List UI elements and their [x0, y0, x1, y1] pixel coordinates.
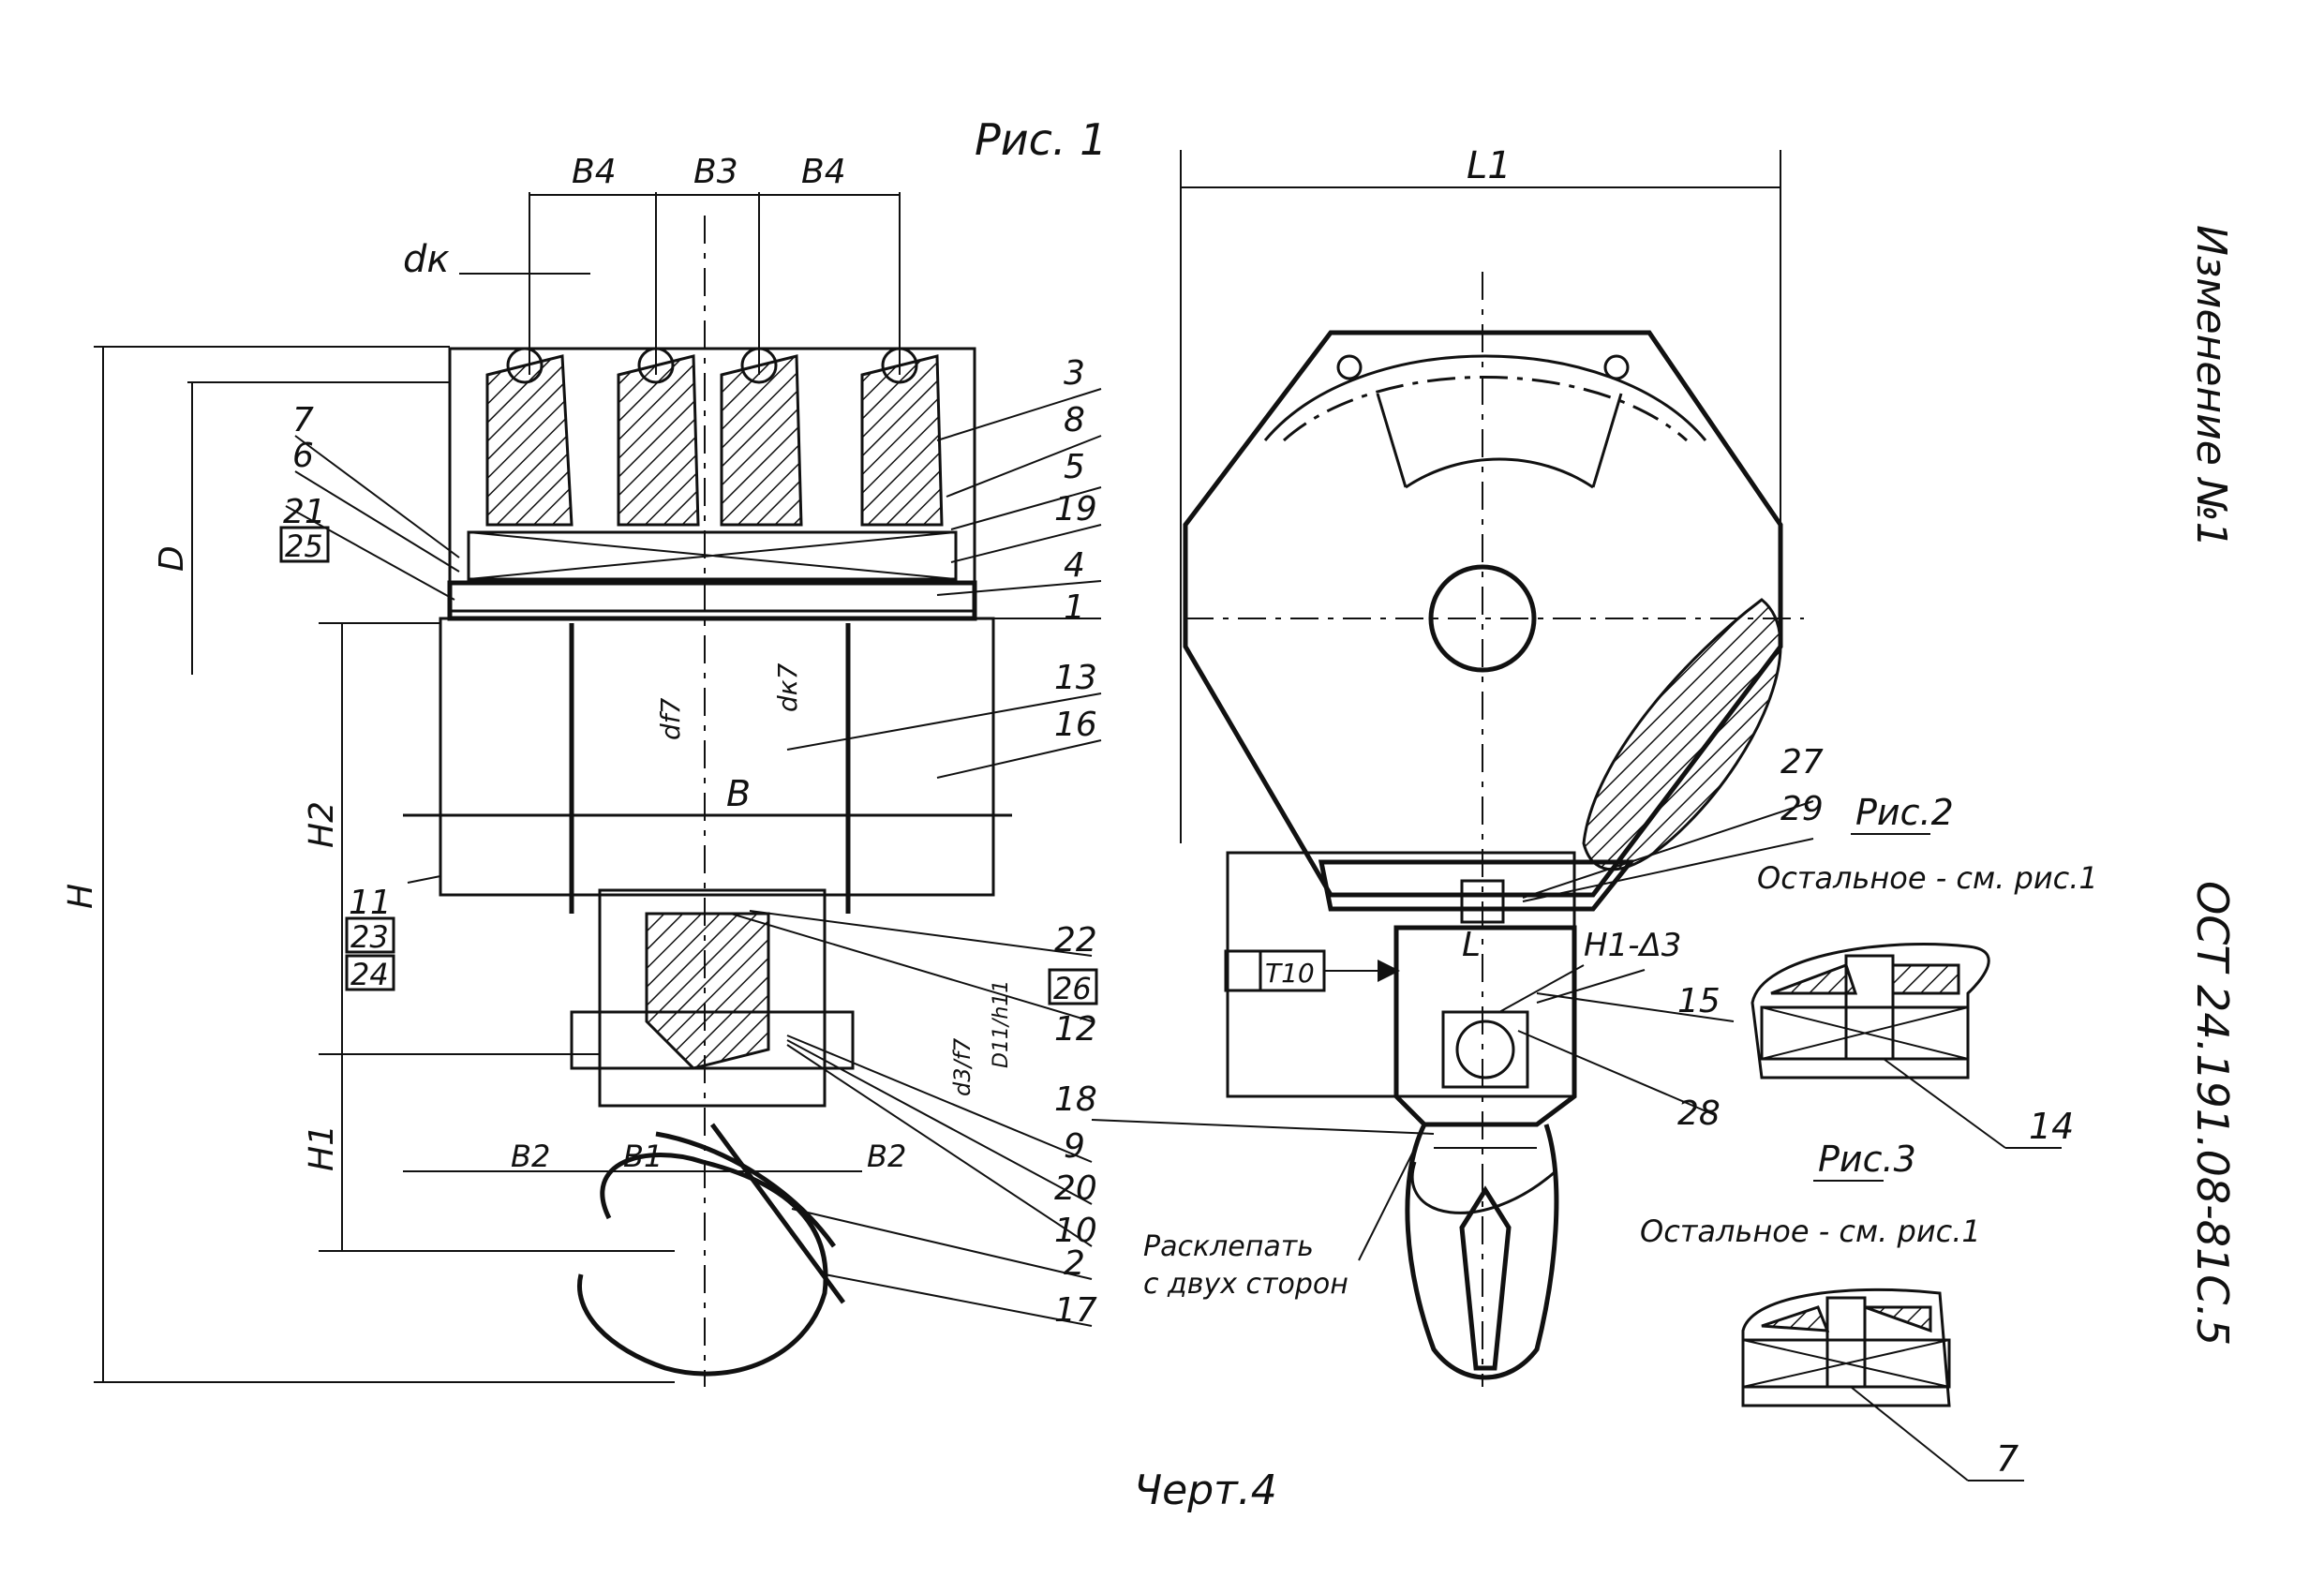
- callout-1: 1: [1064, 588, 1085, 627]
- cheek-section: [1582, 598, 1782, 871]
- fig2-title: Рис.2: [1855, 792, 1954, 833]
- side-plates: [598, 888, 827, 1108]
- callout-16: 16: [1054, 706, 1097, 744]
- fig2-detail: [1750, 943, 2062, 1149]
- fig3-title: Рис.3: [1818, 1139, 1916, 1180]
- callout-20: 20: [1054, 1169, 1097, 1208]
- dim-dk7: dк7: [772, 663, 803, 712]
- callout-26: 26: [1053, 971, 1092, 1006]
- fig3-note: Остальное - см. рис.1: [1640, 1213, 1981, 1249]
- lower-casing: [439, 617, 995, 897]
- dim-b1: B1: [623, 1139, 663, 1174]
- callout-12: 12: [1054, 1010, 1097, 1049]
- dim-fit-small: D11/h11: [990, 980, 1013, 1068]
- tolerance-h1-d3: H1-Δ3: [1584, 927, 1681, 964]
- traverse: [645, 912, 770, 1070]
- callout-11: 11: [349, 884, 392, 922]
- dim-b4-left: B4: [572, 153, 617, 191]
- dim-l1: L1: [1467, 144, 1512, 187]
- hook-shank-side: [1405, 1123, 1559, 1380]
- center-bore: [1428, 564, 1537, 673]
- dim-h: H: [62, 884, 100, 909]
- dim-dk: dк: [403, 238, 450, 281]
- traverse-side: [1318, 859, 1636, 912]
- dim-b4-right: B4: [801, 153, 846, 191]
- side-callouts: [1358, 800, 1814, 1261]
- callout-10: 10: [1054, 1212, 1097, 1250]
- standard-number: ОСТ 24.191.08-81С.5: [2187, 881, 2238, 1346]
- sheaves: [485, 347, 944, 527]
- housing-plate: [1183, 330, 1783, 898]
- callout-15: 15: [1677, 982, 1721, 1020]
- dim-h1: H1: [303, 1124, 341, 1171]
- callout-29: 29: [1780, 790, 1824, 828]
- callout-21: 21: [283, 493, 326, 531]
- callout-17: 17: [1054, 1291, 1097, 1330]
- callout-7-fig3: 7: [1996, 1438, 2019, 1480]
- dim-b2-right: B2: [867, 1139, 906, 1174]
- callout-23: 23: [350, 919, 389, 955]
- fig1-dimensions: [94, 192, 901, 1383]
- callout-2: 2: [1064, 1244, 1085, 1283]
- callouts-right: [730, 388, 1435, 1327]
- fig1-side-view: [1180, 150, 1804, 1387]
- axle: [447, 580, 977, 621]
- change-note: Изменение №1: [2187, 225, 2235, 548]
- hook: [577, 1153, 828, 1377]
- callouts-left: [279, 435, 460, 991]
- callout-6: 6: [292, 437, 314, 475]
- callout-28: 28: [1677, 1094, 1721, 1133]
- drawing-number: Черт.4: [1134, 1466, 1277, 1514]
- flatness-frame: [1224, 949, 1400, 992]
- callout-22: 22: [1054, 921, 1097, 960]
- callout-4: 4: [1064, 546, 1085, 585]
- dim-l: L: [1462, 926, 1481, 964]
- callout-8: 8: [1064, 401, 1085, 439]
- callout-3: 3: [1064, 354, 1085, 393]
- callout-19: 19: [1054, 490, 1097, 529]
- traverse-beam: [570, 1010, 855, 1070]
- callout-27: 27: [1780, 743, 1824, 782]
- callout-24: 24: [350, 957, 389, 992]
- callout-5: 5: [1064, 448, 1085, 486]
- fig3-detail: [1741, 1288, 2024, 1481]
- callout-25: 25: [285, 529, 323, 564]
- callout-13: 13: [1054, 659, 1097, 697]
- callout-14: 14: [2029, 1106, 2074, 1147]
- dim-df7: df7: [655, 697, 686, 740]
- dim-h2: H2: [303, 801, 341, 848]
- hook-nut-block: [1393, 925, 1577, 1127]
- rivet-note-line1: Расклепать: [1143, 1230, 1314, 1263]
- callout-9: 9: [1064, 1127, 1085, 1166]
- callout-18: 18: [1054, 1080, 1097, 1119]
- dim-d: D: [153, 545, 191, 572]
- flatness-tolerance: Т10: [1265, 958, 1315, 989]
- sheave-housing: [448, 347, 976, 613]
- dim-b: B: [726, 773, 751, 814]
- dim-b3: B3: [693, 153, 738, 191]
- dim-fit-hole: d3/f7: [949, 1037, 976, 1096]
- dim-b2-left: B2: [511, 1139, 550, 1174]
- callout-7: 7: [292, 401, 314, 439]
- fig1-title: Рис. 1: [975, 114, 1107, 165]
- fig2-note: Остальное - см. рис.1: [1757, 860, 2098, 896]
- fig1-front-view: [403, 216, 1012, 1387]
- rivet-note-line2: с двух сторон: [1143, 1268, 1348, 1301]
- bearings-row: [467, 530, 958, 581]
